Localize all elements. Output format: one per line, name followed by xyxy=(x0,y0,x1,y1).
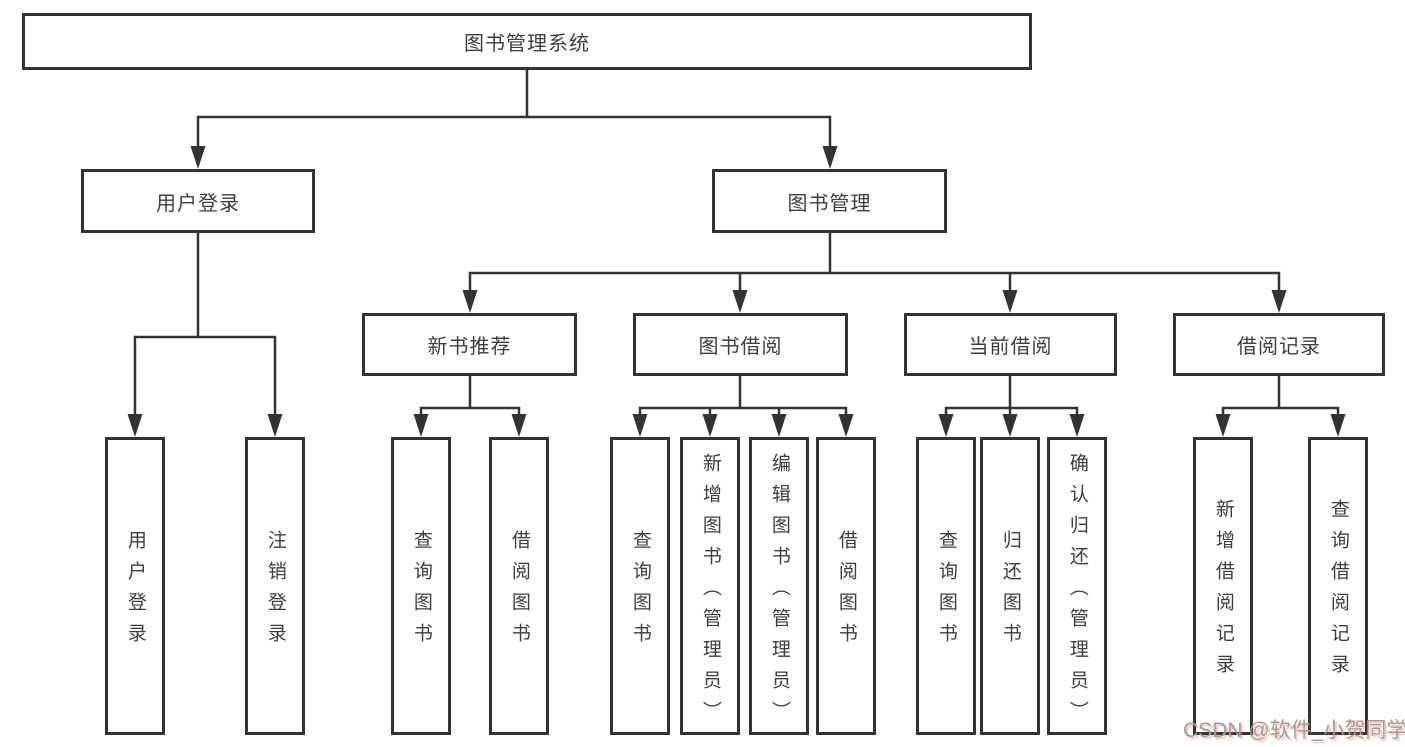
node-label: 查询图书 xyxy=(410,530,432,654)
node-label: 用户登录 xyxy=(156,192,240,215)
node-module-borrowing-records: 借阅记录 xyxy=(1173,313,1385,376)
arrow-down-icon xyxy=(267,414,283,437)
arrow-down-icon xyxy=(127,414,143,437)
arrow-down-icon xyxy=(1069,414,1085,437)
node-label: 借阅图书 xyxy=(835,530,857,654)
node-module-current-borrowing: 当前借阅 xyxy=(904,313,1117,376)
node-label: 图书管理 xyxy=(787,192,872,215)
arrow-down-icon xyxy=(632,414,648,437)
arrow-down-icon xyxy=(938,414,954,437)
edges-current-borrowing-children xyxy=(938,376,1085,437)
node-leaf-current-query-books: 查询图书 xyxy=(916,437,976,735)
arrow-down-icon xyxy=(511,414,527,437)
edges-borrowing-records-children xyxy=(1215,376,1346,437)
node-leaf-borrow-query-books: 查询图书 xyxy=(610,437,670,735)
arrow-down-icon xyxy=(1002,414,1018,437)
edges-new-book-children xyxy=(413,376,527,437)
node-leaf-newbook-query-books: 查询图书 xyxy=(391,437,451,735)
node-branch-book-management: 图书管理 xyxy=(712,169,947,233)
edges-root-to-level2 xyxy=(190,69,838,169)
node-leaf-borrow-edit-books-admin: 编辑图书（管理员） xyxy=(749,437,809,735)
arrow-down-icon xyxy=(413,414,429,437)
node-label: 查询图书 xyxy=(629,530,651,654)
arrow-down-icon xyxy=(190,146,206,169)
arrow-down-icon xyxy=(462,290,478,313)
node-label: 图书借阅 xyxy=(698,336,783,358)
node-label: 查询图书 xyxy=(935,530,957,654)
node-leaf-newbook-borrow-books: 借阅图书 xyxy=(489,437,549,735)
node-leaf-records-add-record: 新增借阅记录 xyxy=(1193,437,1253,735)
node-leaf-logout: 注销登录 xyxy=(245,437,305,735)
node-module-new-book-recommend: 新书推荐 xyxy=(362,313,577,376)
node-label: 当前借阅 xyxy=(968,336,1053,358)
node-leaf-borrow-add-books-admin: 新增图书（管理员） xyxy=(680,437,740,735)
node-label: 注销登录 xyxy=(264,530,286,654)
node-branch-user-login: 用户登录 xyxy=(81,169,315,233)
arrow-down-icon xyxy=(702,414,718,437)
node-label: 确认归还（管理员） xyxy=(1066,452,1088,732)
arrow-down-icon xyxy=(822,146,838,169)
node-leaf-borrow-borrow-books: 借阅图书 xyxy=(816,437,876,735)
node-label: 借阅记录 xyxy=(1237,336,1321,358)
node-leaf-current-confirm-return-admin: 确认归还（管理员） xyxy=(1047,437,1107,735)
edges-user-login-children xyxy=(127,233,283,437)
node-label: 借阅图书 xyxy=(508,530,530,654)
arrow-down-icon xyxy=(1330,414,1346,437)
node-leaf-current-return-books: 归还图书 xyxy=(980,437,1040,735)
node-label: 编辑图书（管理员） xyxy=(768,452,790,732)
node-leaf-user-login: 用户登录 xyxy=(105,437,165,735)
arrow-down-icon xyxy=(771,414,787,437)
node-label: 新增借阅记录 xyxy=(1212,499,1234,685)
edges-book-borrowing-children xyxy=(632,376,854,437)
csdn-watermark: CSDN @软件_小贺同学 xyxy=(1183,719,1405,742)
node-leaf-records-query-record: 查询借阅记录 xyxy=(1308,437,1368,735)
node-label: 图书管理系统 xyxy=(464,33,590,55)
arrow-down-icon xyxy=(1215,414,1231,437)
arrow-down-icon xyxy=(1002,290,1018,313)
node-label: 用户登录 xyxy=(124,530,146,654)
node-root-system: 图书管理系统 xyxy=(22,13,1032,70)
node-label: 归还图书 xyxy=(999,530,1021,654)
node-label: 新书推荐 xyxy=(427,336,512,358)
arrow-down-icon xyxy=(732,290,748,313)
arrow-down-icon xyxy=(1271,290,1287,313)
edges-book-management-modules xyxy=(462,233,1287,313)
arrow-down-icon xyxy=(838,414,854,437)
node-module-book-borrowing: 图书借阅 xyxy=(633,313,848,376)
node-label: 新增图书（管理员） xyxy=(699,452,721,732)
node-label: 查询借阅记录 xyxy=(1327,499,1349,685)
